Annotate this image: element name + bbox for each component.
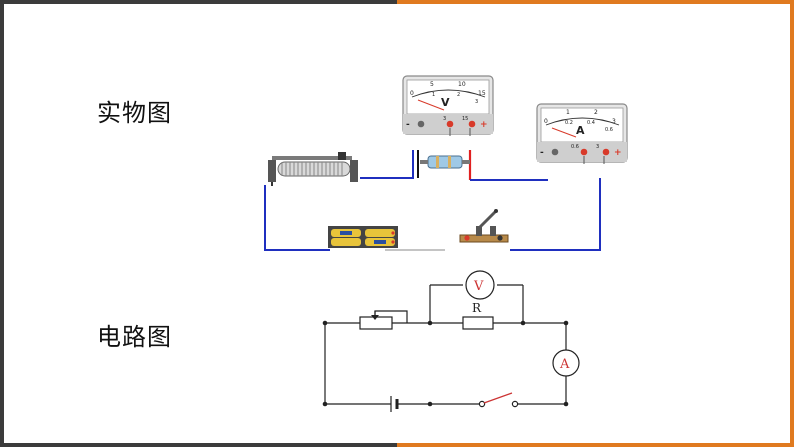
circuit-junction-dots (322, 320, 569, 407)
circuit-switch-symbol (478, 392, 519, 408)
voltmeter-terminal-3: 3 (443, 116, 446, 122)
circuit-ammeter-letter: A (559, 357, 570, 372)
voltmeter-terminal-15: 15 (462, 116, 468, 122)
voltmeter-neg-terminal: - (406, 120, 410, 130)
knife-switch (459, 209, 509, 243)
ammeter-neg-terminal: - (540, 148, 544, 158)
voltmeter-scale-10: 10 (458, 81, 466, 88)
voltmeter-device (402, 75, 494, 136)
right-border (790, 0, 794, 447)
circuit-voltmeter-letter: V (473, 279, 484, 294)
circuit-rheostat-symbol (359, 311, 393, 330)
ammeter-pos-terminal: + (614, 148, 622, 158)
ammeter-scale-3: 3 (612, 118, 616, 125)
circuit-battery-symbol (390, 396, 399, 412)
ammeter-scale-2: 2 (594, 109, 598, 116)
ammeter-letter: A (576, 124, 585, 137)
top-border-orange (397, 0, 794, 4)
ammeter-scale-low-06: 0.6 (605, 127, 613, 133)
bottom-border-dark (0, 443, 397, 447)
ammeter-terminal-3: 3 (596, 144, 599, 150)
voltmeter-scale-5: 5 (430, 81, 434, 88)
resistor-device (420, 155, 470, 169)
circuit-diagram-title: 电路图 (97, 323, 172, 351)
ammeter-scale-1: 1 (566, 109, 570, 116)
ammeter-device (536, 103, 628, 164)
voltmeter-scale-low-2: 2 (457, 92, 460, 98)
voltmeter-scale-low-1: 1 (432, 92, 435, 98)
top-border-dark (0, 0, 397, 4)
voltmeter-letter: V (441, 96, 450, 109)
ammeter-scale-0: 0 (544, 118, 548, 125)
voltmeter-pos-terminal: + (480, 120, 488, 130)
circuit-ammeter-symbol (552, 349, 580, 377)
left-border (0, 0, 4, 447)
rheostat-device (268, 152, 358, 186)
voltmeter-scale-low-3: 3 (475, 99, 478, 105)
ammeter-scale-low-02: 0.2 (565, 120, 573, 126)
ammeter-scale-low-04: 0.4 (587, 120, 595, 126)
voltmeter-scale-0: 0 (410, 90, 414, 97)
physical-wires (264, 150, 601, 251)
photo-diagram-title: 实物图 (97, 99, 172, 127)
voltmeter-scale-15: 15 (478, 90, 486, 97)
circuit-wires (324, 284, 567, 405)
bottom-border-orange (397, 443, 794, 447)
ammeter-terminal-06: 0.6 (571, 144, 579, 150)
battery-pack (328, 226, 398, 248)
circuit-resistor-label: R (472, 301, 482, 315)
circuit-resistor-symbol (462, 316, 494, 330)
circuit-voltmeter-symbol (465, 270, 495, 300)
